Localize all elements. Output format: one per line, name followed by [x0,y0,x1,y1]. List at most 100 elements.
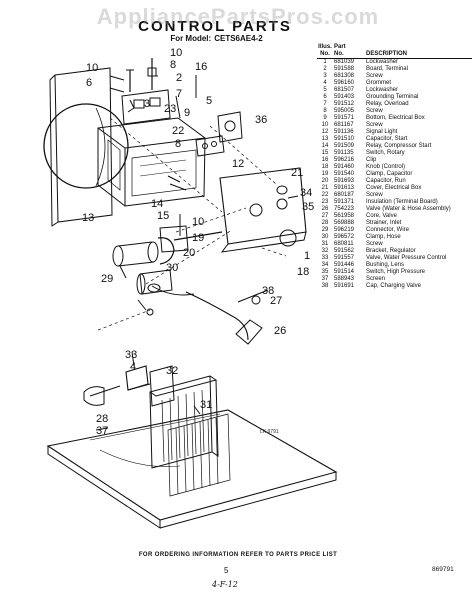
callout-26: 26 [274,325,286,337]
description-cell: Screen [366,276,386,282]
part-no-cell: 591693 [334,178,355,184]
illus-no-cell: 4 [323,80,327,86]
part-no-cell: 680187 [334,192,355,198]
part-no-cell: 591403 [334,94,355,100]
model-label: For Model: [170,34,212,43]
illus-no-cell: 34 [321,262,329,268]
callout-33: 33 [125,349,137,361]
part-no-cell: 596572 [334,234,355,240]
callout-30: 30 [166,262,178,274]
callout-10: 10 [192,216,204,228]
description-cell: Knob (Control) [366,164,406,170]
callout-15: 15 [157,210,169,222]
illus-no-cell: 10 [321,122,329,128]
callout-20: 20 [183,247,195,259]
callout-32: 32 [166,365,178,377]
start-capacitor [117,241,155,267]
part-no-cell: 591136 [334,129,354,135]
illus-no-cell: 9 [323,115,327,121]
illus-no-cell: 26 [321,206,329,212]
regulator-bracket [149,365,175,407]
illus-no-cell: 15 [321,150,329,156]
callout-4: 4 [130,361,136,373]
description-cell: Board, Terminal [366,66,408,72]
description-cell: Clamp, Capacitor [366,171,413,177]
illus-no-cell: 32 [321,248,329,254]
part-no-cell: 680811 [334,241,354,247]
part-no-cell: 591371 [334,199,355,205]
model-line: For Model:CETS6AE4-2 [120,34,310,43]
rotary-switch [159,225,189,253]
illus-no-cell: 21 [321,185,329,191]
callout-21: 21 [291,167,303,179]
description-cell: Cover, Electrical Box [366,185,422,191]
part-no-cell: 591540 [334,171,355,177]
callout-29: 29 [101,273,113,285]
illus-no-cell: 27 [321,213,329,219]
electrical-box-cover [219,167,307,245]
parts-table-header: Illus. No. Part No. DESCRIPTION [317,44,472,59]
callout-6: 6 [86,77,92,89]
part-no-cell: 681039 [334,59,355,65]
callout-10: 10 [86,62,98,74]
illus-no-cell: 30 [321,234,329,240]
watermark: AppliancePartsPros.com [96,4,380,29]
callout-35: 35 [302,201,314,213]
callout-18: 18 [297,266,309,278]
illus-no-cell: 18 [321,164,329,170]
illus-no-cell: 37 [321,276,329,282]
callout-5: 5 [206,95,212,107]
callout-19: 19 [192,232,204,244]
electrical-box [97,117,206,207]
description-cell: Lockwasher [366,87,399,93]
part-no-cell: 754223 [334,206,355,212]
illus-no-cell: 2 [323,66,327,72]
illus-no-cell: 14 [321,143,329,149]
callout-28: 28 [96,413,108,425]
callout-23: 23 [164,103,176,115]
run-capacitor [139,269,173,295]
illus-no-cell: 23 [321,199,329,205]
callout-16: 16 [195,61,207,73]
callout-8: 8 [170,59,176,71]
part-no-cell: 591588 [334,66,355,72]
description-cell: Screw [366,73,383,79]
illus-no-cell: 20 [321,178,329,184]
illus-no-cell: 8 [323,108,327,114]
description-cell: Grommet [366,80,392,86]
illus-no-cell: 35 [321,269,329,275]
callout-34: 34 [300,187,312,199]
callout-14: 14 [151,198,163,210]
illus-no-cell: 3 [323,73,327,79]
ordering-footer: FOR ORDERING INFORMATION REFER TO PARTS … [138,552,338,558]
part-no-cell: 591691 [334,283,355,289]
callout-37: 37 [96,425,108,437]
description-cell: Relay, Overload [366,101,409,107]
control-knob [279,229,297,247]
description-cell: Bushing, Lens [366,262,405,268]
illus-no-cell: 5 [323,87,327,93]
part-no-cell: 591510 [334,136,355,142]
document-number: 869791 [432,566,454,573]
description-cell: Connector, Wire [366,227,410,233]
water-hose [185,291,249,341]
description-cell: Switch, Rotary [366,150,405,156]
pressure-control-valve [125,365,149,391]
description-cell: Screw [366,122,383,128]
part-no-cell: 596216 [334,157,355,163]
part-no-cell: 561958 [334,213,355,219]
